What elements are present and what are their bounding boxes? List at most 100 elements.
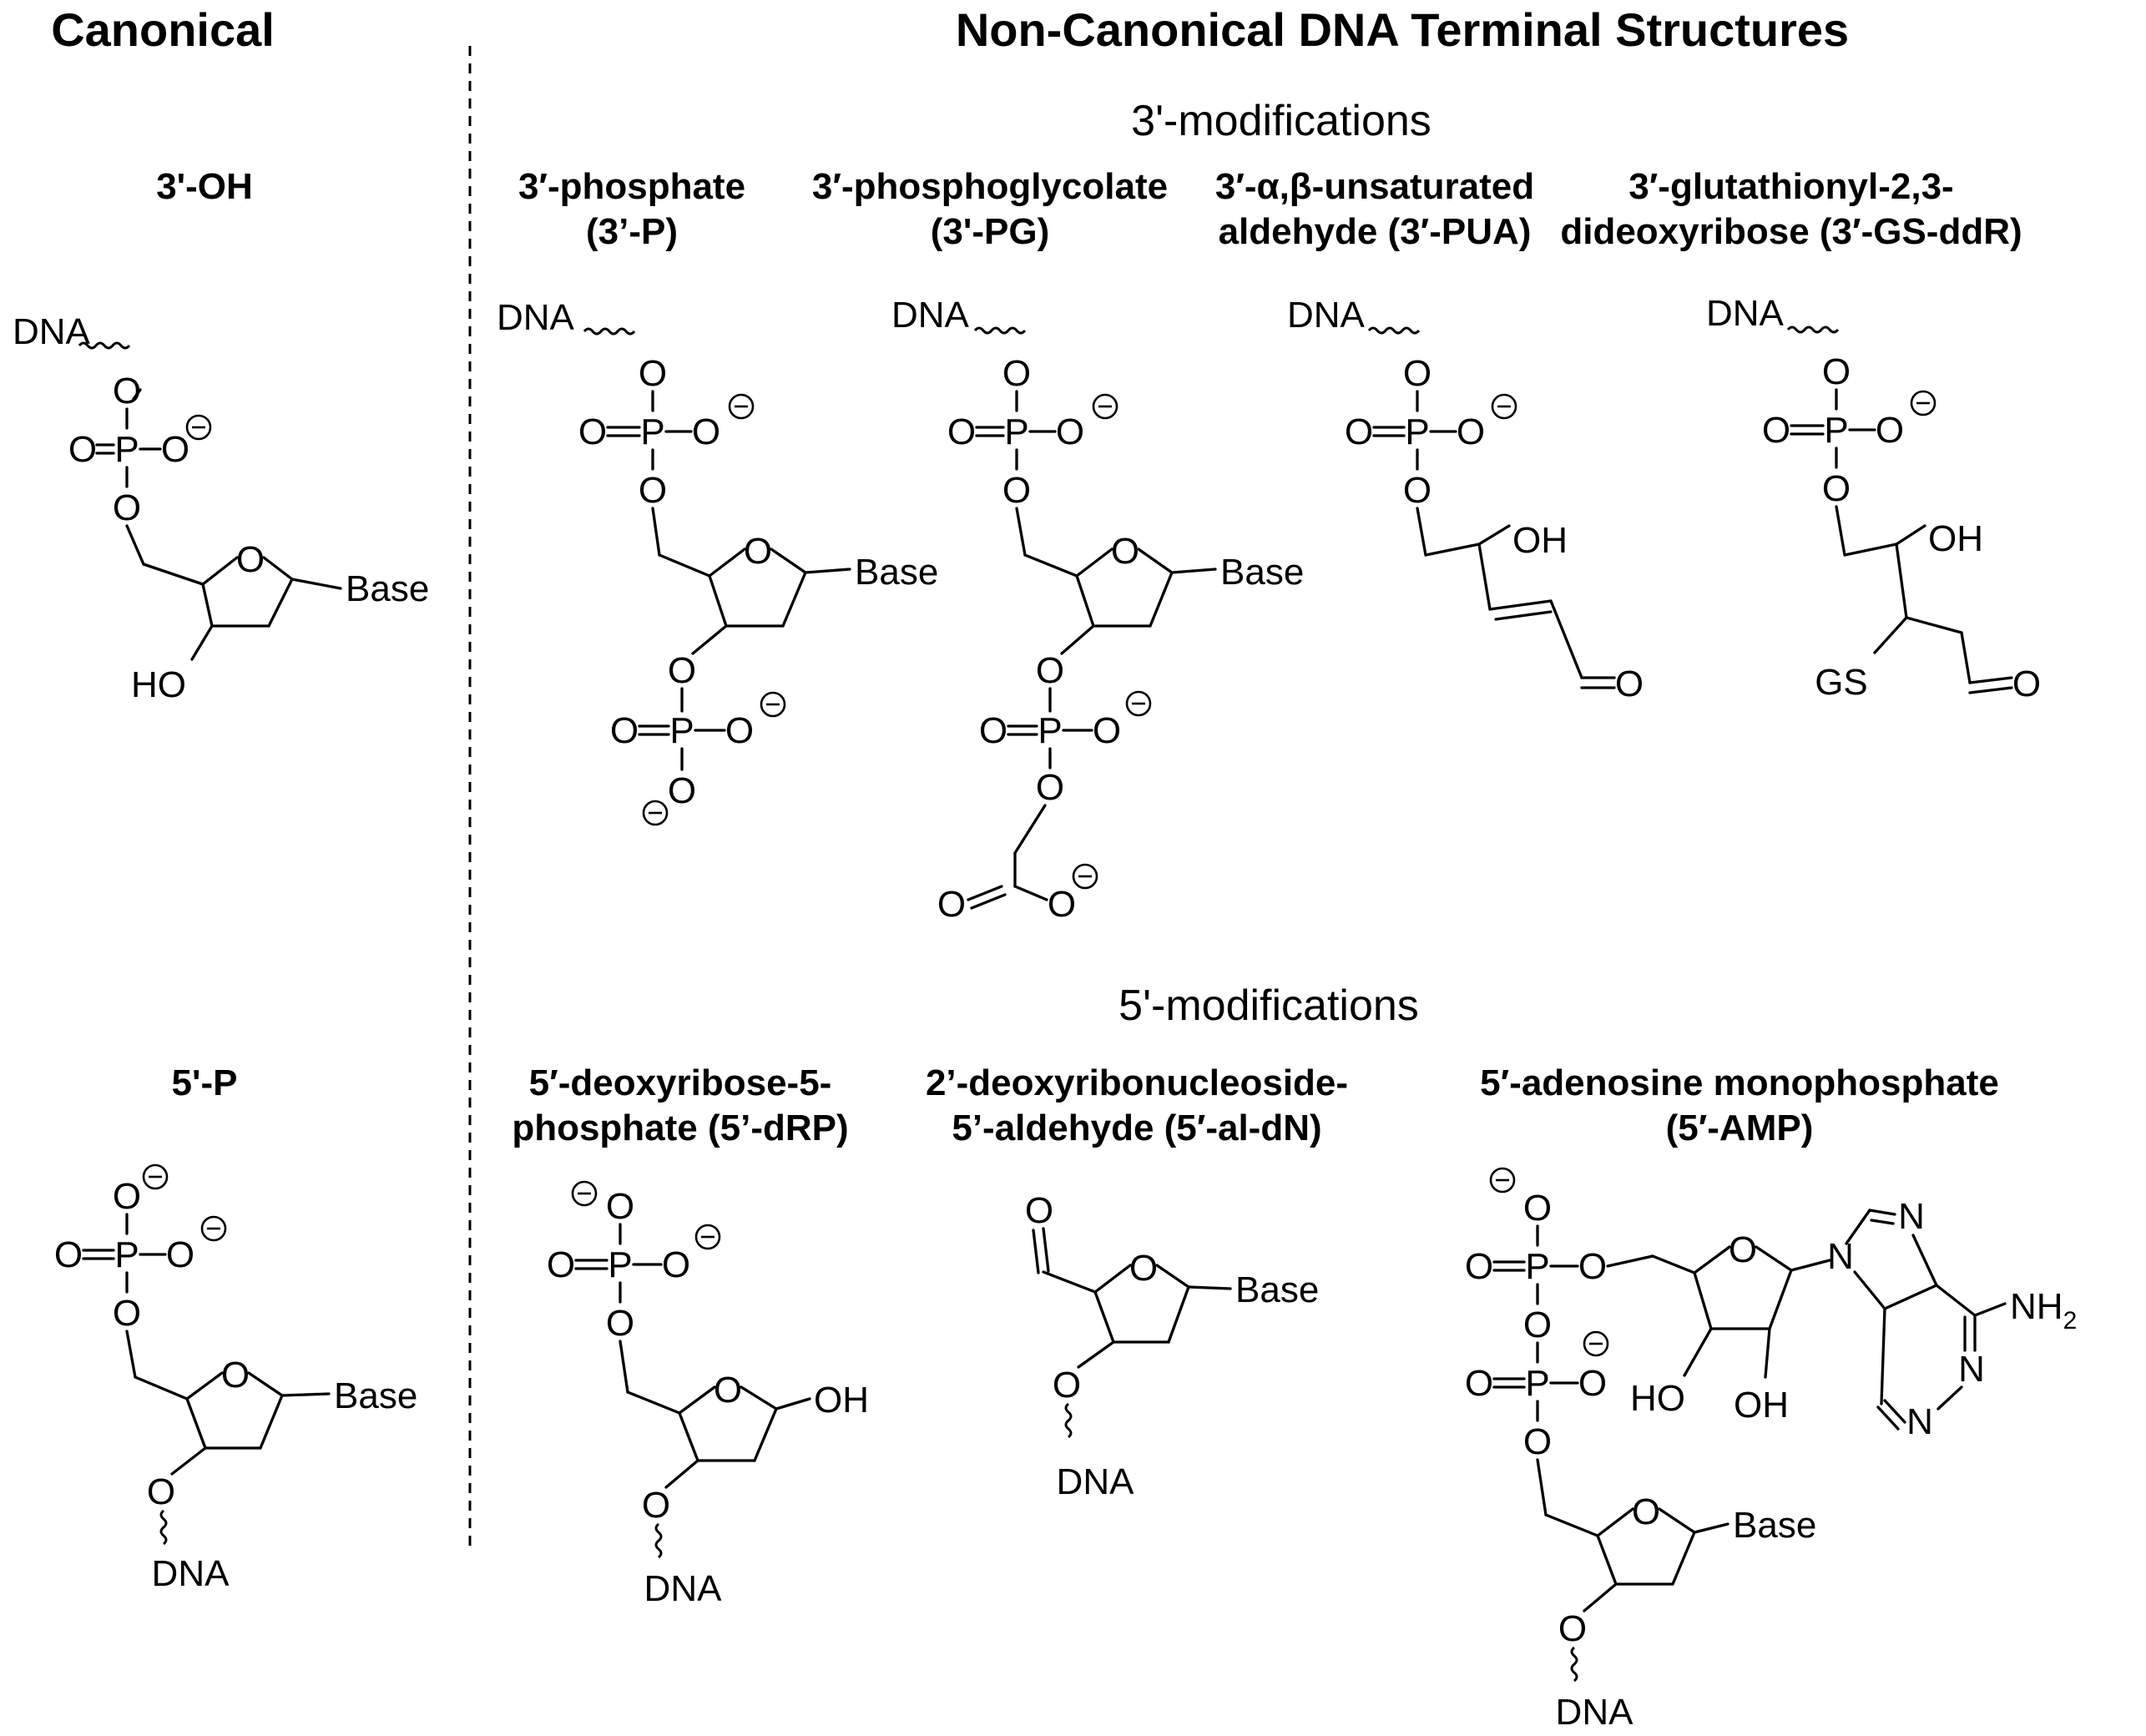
- atom-o: O: [1632, 1491, 1660, 1532]
- structure-label-line-1: 3′-phosphate: [518, 166, 745, 207]
- structure-label-line-1: 3′-glutathionyl-2,3-: [1628, 166, 1953, 207]
- atom-o: O: [54, 1234, 83, 1275]
- wavy-bond: [973, 326, 1027, 335]
- dna-label: DNA: [1706, 293, 1785, 334]
- five-prime-section-title: 5'-modifications: [1118, 982, 1419, 1030]
- atom-o: O: [1036, 650, 1064, 691]
- atom-o: O: [221, 1355, 250, 1395]
- atom-o: O: [2012, 664, 2041, 704]
- atom-ho: HO: [1630, 1378, 1685, 1419]
- structure-3-pua: 3′-α,β-unsaturated aldehyde (3′-PUA) DNA…: [1215, 166, 1644, 704]
- structure-5-al-dn: 2’-deoxyribonucleoside- 5’-aldehyde (5′-…: [926, 1062, 1348, 1502]
- atom-o: O: [979, 710, 1007, 751]
- atom-o: O: [1876, 410, 1904, 451]
- atom-o: O: [1523, 1188, 1552, 1229]
- atom-p: P: [1824, 410, 1848, 451]
- dna-label: DNA: [497, 297, 575, 338]
- structure-3-p: 3′-phosphate (3’-P) DNA O P O O O O Base…: [497, 166, 938, 826]
- structure-label-line-1: 5′-adenosine monophosphate: [1480, 1062, 1999, 1103]
- atom-o: O: [606, 1186, 634, 1227]
- atom-o: O: [113, 1176, 141, 1217]
- atom-o: O: [1002, 470, 1031, 511]
- structure-label: 3'-OH: [156, 166, 253, 207]
- structure-5-p: 5'-P O P O O O O Base O DNA: [54, 1062, 417, 1594]
- structure-label: 5'-P: [172, 1062, 238, 1103]
- atom-p: P: [1525, 1246, 1549, 1287]
- atom-o: O: [1403, 470, 1432, 511]
- atom-o: O: [714, 1370, 742, 1410]
- atom-o: O: [161, 429, 189, 470]
- atom-o: O: [639, 470, 667, 511]
- atom-o: O: [662, 1244, 690, 1285]
- atom-o: O: [166, 1234, 194, 1275]
- wavy-bond: [1570, 1646, 1578, 1683]
- atom-o: O: [547, 1244, 575, 1285]
- wavy-bond: [654, 1522, 663, 1559]
- structure-label-line-2: dideoxyribose (3′-GS-ddR): [1560, 211, 2022, 252]
- sugar-ring: O Base HO: [131, 539, 429, 705]
- atom-o: O: [606, 1303, 634, 1344]
- structure-3-pg: 3′-phosphoglycolate (3'-PG) DNA O P O O …: [812, 166, 1304, 925]
- atom-o: O: [1578, 1363, 1607, 1404]
- atom-o: O: [947, 411, 976, 452]
- dna-label: DNA: [13, 311, 91, 352]
- structure-5-amp: 5′-adenosine monophosphate (5′-AMP) O P …: [1465, 1062, 2077, 1733]
- atom-o: O: [113, 371, 141, 411]
- atom-p: P: [114, 1234, 139, 1275]
- structure-label-line-1: 2’-deoxyribonucleoside-: [926, 1062, 1348, 1103]
- atom-p: P: [1004, 411, 1028, 452]
- atom-o: O: [236, 539, 265, 580]
- atom-o: O: [1129, 1248, 1158, 1289]
- structure-label-line-2: (3'-PG): [931, 211, 1049, 252]
- atom-n: N: [1898, 1196, 1925, 1237]
- atom-o: O: [1822, 351, 1851, 392]
- canonical-header: Canonical: [51, 3, 275, 56]
- atom-nh2: NH2: [2010, 1286, 2077, 1335]
- atom-o: O: [668, 650, 696, 691]
- phosphate-group: O P O O O: [68, 371, 212, 566]
- atom-o: O: [1345, 411, 1373, 452]
- dna-label: DNA: [152, 1553, 230, 1594]
- atom-o: O: [1729, 1229, 1757, 1270]
- atom-oh: OH: [1928, 518, 1983, 559]
- non-canonical-header: Non-Canonical DNA Terminal Structures: [956, 3, 1849, 56]
- atom-o: O: [1457, 411, 1485, 452]
- atom-n: N: [1827, 1236, 1854, 1277]
- atom-p: P: [669, 710, 694, 751]
- structure-label-line-2: 5’-aldehyde (5′-al-dN): [952, 1108, 1321, 1148]
- atom-p: P: [1525, 1363, 1549, 1404]
- wavy-bond: [78, 341, 131, 350]
- structure-label-line-1: 5′-deoxyribose-5-: [529, 1062, 832, 1103]
- base-label: Base: [1235, 1269, 1319, 1310]
- atom-o: O: [147, 1471, 175, 1512]
- wavy-bond: [1064, 1402, 1073, 1439]
- atom-o: O: [725, 710, 754, 751]
- atom-o: O: [1002, 353, 1031, 394]
- atom-o: O: [1578, 1246, 1607, 1287]
- structure-label-line-2: (3’-P): [586, 211, 678, 252]
- atom-p: P: [608, 1244, 632, 1285]
- atom-o: O: [113, 487, 141, 528]
- atom-n: N: [1906, 1401, 1933, 1442]
- base-label: Base: [1733, 1505, 1816, 1546]
- atom-o: O: [1403, 353, 1432, 394]
- atom-o: O: [1093, 710, 1121, 751]
- dna-label: DNA: [1057, 1461, 1135, 1502]
- structure-3-oh: 3'-OH DNA O P O O O O Base: [13, 166, 429, 705]
- atom-p: P: [1405, 411, 1429, 452]
- base-label: Base: [855, 552, 938, 593]
- atom-o: O: [1822, 468, 1851, 509]
- wavy-bond: [583, 327, 636, 336]
- atom-p: P: [640, 411, 664, 452]
- atom-o: O: [1523, 1421, 1552, 1462]
- base-label: Base: [334, 1375, 417, 1416]
- atom-o: O: [610, 710, 639, 751]
- structure-5-drp: 5′-deoxyribose-5- phosphate (5’-dRP) O P…: [512, 1062, 869, 1609]
- atom-n: N: [1958, 1349, 1985, 1390]
- atom-o: O: [642, 1485, 670, 1526]
- atom-oh: OH: [1512, 520, 1568, 561]
- atom-p: P: [1038, 710, 1062, 751]
- structure-label-line-1: 3′-α,β-unsaturated: [1215, 166, 1534, 207]
- dna-label: DNA: [1287, 295, 1366, 336]
